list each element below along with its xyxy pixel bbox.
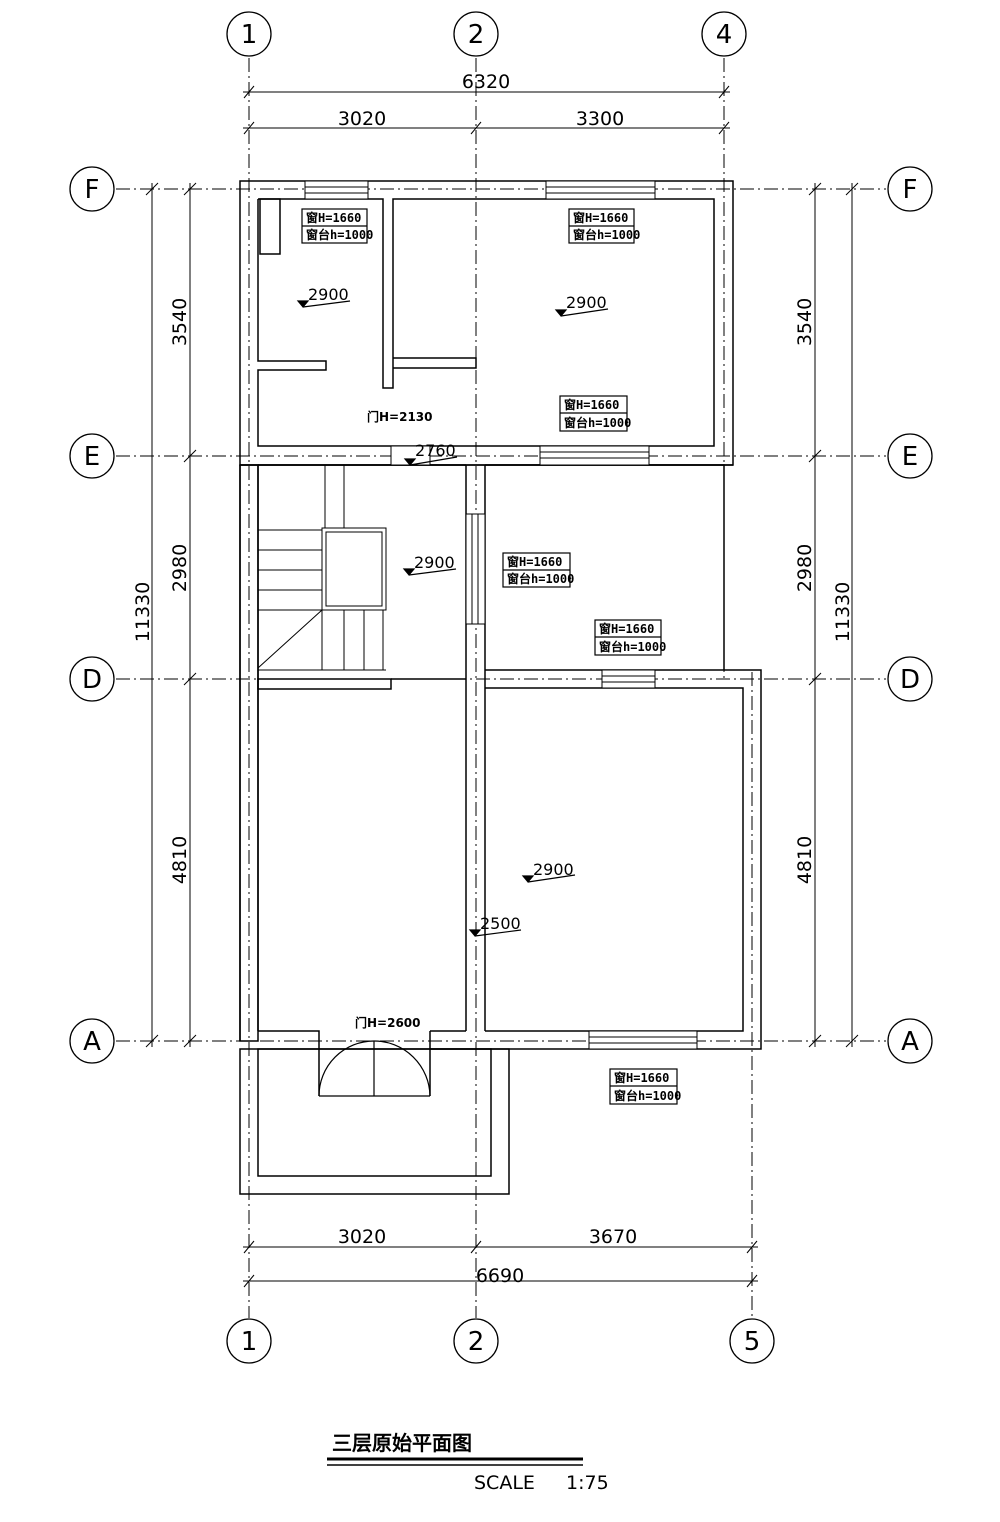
stair bbox=[257, 465, 387, 671]
axis-left-e: E bbox=[84, 442, 100, 472]
door-note-2: 门H=2600 bbox=[355, 1015, 421, 1030]
axis-bottom-1: 1 bbox=[241, 1327, 258, 1357]
window-tag-1-sill: 窗台h=1000 bbox=[306, 227, 373, 242]
entry-door bbox=[318, 1040, 431, 1097]
dim-right-fe: 3540 bbox=[794, 298, 816, 346]
elevation-room2: 2900 bbox=[566, 293, 607, 312]
dim-top-total: 6320 bbox=[462, 71, 510, 93]
window-tag-6-height: 窗H=1660 bbox=[614, 1070, 669, 1085]
window-tag-5-height: 窗H=1660 bbox=[599, 621, 654, 636]
axis-bottom-2: 2 bbox=[468, 1327, 485, 1357]
elevation-corridor: 2500 bbox=[480, 914, 521, 933]
dim-top-seg2: 3300 bbox=[576, 108, 624, 130]
scale-value: 1:75 bbox=[566, 1472, 609, 1494]
axis-top-1: 1 bbox=[241, 20, 258, 50]
axis-right-f: F bbox=[903, 175, 918, 205]
elevation-beam: 2760 bbox=[415, 441, 456, 460]
axis-left-a: A bbox=[83, 1027, 101, 1057]
dim-bottom-seg2: 3670 bbox=[589, 1226, 637, 1248]
dim-left-da: 4810 bbox=[169, 836, 191, 884]
window-tag-2-sill: 窗台h=1000 bbox=[573, 227, 640, 242]
scale-label: SCALE bbox=[474, 1472, 535, 1494]
dim-top-seg1: 3020 bbox=[338, 108, 386, 130]
dim-right-ed: 2980 bbox=[794, 544, 816, 592]
drawing-title: 三层原始平面图 bbox=[332, 1431, 472, 1455]
axis-right-d: D bbox=[900, 665, 920, 695]
dim-bottom-total: 6690 bbox=[476, 1265, 524, 1287]
axis-bubbles bbox=[69, 11, 933, 1364]
axis-left-f: F bbox=[85, 175, 100, 205]
elevation-living: 2900 bbox=[533, 860, 574, 879]
dim-left-ed: 2980 bbox=[169, 544, 191, 592]
dim-left-fe: 3540 bbox=[169, 298, 191, 346]
axis-bottom-5: 5 bbox=[744, 1327, 761, 1357]
dim-bottom-seg1: 3020 bbox=[338, 1226, 386, 1248]
tag-boxes bbox=[301, 208, 678, 1105]
axis-top-4: 4 bbox=[716, 20, 733, 50]
dim-right-da: 4810 bbox=[794, 836, 816, 884]
window-tag-2-height: 窗H=1660 bbox=[573, 210, 628, 225]
window-tag-1-height: 窗H=1660 bbox=[306, 210, 361, 225]
window-tag-4-height: 窗H=1660 bbox=[507, 554, 562, 569]
windows bbox=[304, 180, 698, 1050]
dim-left-total: 11330 bbox=[132, 582, 154, 642]
axis-right-a: A bbox=[901, 1027, 919, 1057]
dimension-lines bbox=[145, 85, 859, 1288]
elevation-room1: 2900 bbox=[308, 285, 349, 304]
window-tag-4-sill: 窗台h=1000 bbox=[507, 571, 574, 586]
window-tag-3-height: 窗H=1660 bbox=[564, 397, 619, 412]
axis-left-d: D bbox=[82, 665, 102, 695]
window-tag-6-sill: 窗台h=1000 bbox=[614, 1088, 681, 1103]
window-tag-5-sill: 窗台h=1000 bbox=[599, 639, 666, 654]
axis-right-e: E bbox=[902, 442, 918, 472]
dim-right-total: 11330 bbox=[832, 582, 854, 642]
elevation-markers bbox=[296, 300, 609, 937]
axis-top-2: 2 bbox=[468, 20, 485, 50]
elevation-stair: 2900 bbox=[414, 553, 455, 572]
title-underline bbox=[327, 1457, 583, 1466]
window-tag-3-sill: 窗台h=1000 bbox=[564, 415, 631, 430]
door-note-1: 门H=2130 bbox=[367, 409, 433, 424]
